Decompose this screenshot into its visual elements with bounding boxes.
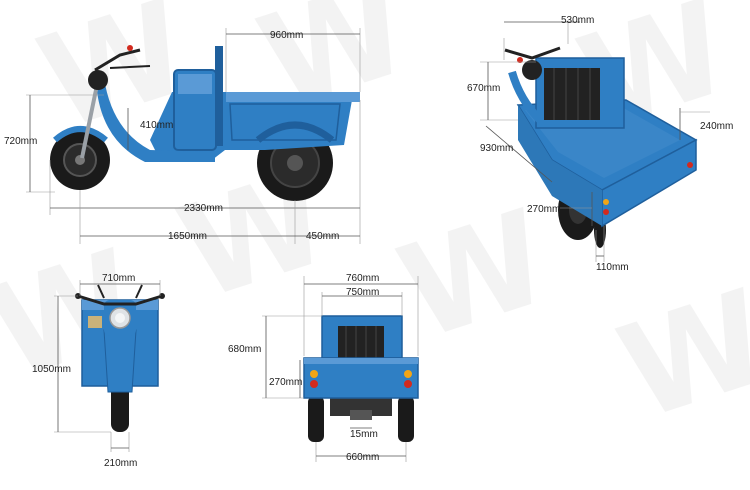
perspective-box-length-label: 930mm (480, 143, 513, 154)
front-wheel-width-label: 210mm (104, 458, 137, 469)
side-height-label: 720mm (4, 136, 37, 147)
tricycle-side-view (50, 45, 360, 201)
rear-track-width-label: 660mm (346, 452, 379, 463)
side-length-label: 2330mm (184, 203, 223, 214)
rear-inner-width-label: 750mm (346, 287, 379, 298)
side-wheelbase-label: 1650mm (168, 231, 207, 242)
front-width-label: 710mm (102, 273, 135, 284)
perspective-box-width-label: 530mm (561, 15, 594, 26)
perspective-side-height-label: 240mm (700, 121, 733, 132)
rear-axle-gap-label: 15mm (350, 429, 378, 440)
rear-view-dimensions: 760mm 750mm 680mm 270mm 15mm 660mm (228, 273, 419, 463)
rear-tail-height-label: 270mm (269, 377, 302, 388)
perspective-view-dimensions: 530mm 670mm 240mm 930mm 270mm 110mm (467, 15, 733, 273)
side-cargo-width-label: 960mm (270, 30, 303, 41)
front-height-label: 1050mm (32, 364, 71, 375)
perspective-height-label: 670mm (467, 83, 500, 94)
side-view-dimensions: 960mm 720mm 410mm 2330mm 1650mm 450mm (4, 28, 361, 244)
tricycle-rear-view (303, 315, 419, 442)
front-view-dimensions: 710mm 1050mm 210mm (32, 273, 161, 469)
tricycle-front-view (75, 284, 165, 432)
perspective-clearance-label: 110mm (596, 262, 629, 273)
side-rear-overhang-label: 450mm (306, 231, 339, 242)
perspective-tail-height-label: 270mm (527, 204, 560, 215)
tricycle-perspective-view (504, 46, 698, 248)
side-seat-height-label: 410mm (140, 120, 173, 131)
svg-text:W: W (603, 261, 750, 450)
rear-outer-width-label: 760mm (346, 273, 379, 284)
rear-height-label: 680mm (228, 344, 261, 355)
